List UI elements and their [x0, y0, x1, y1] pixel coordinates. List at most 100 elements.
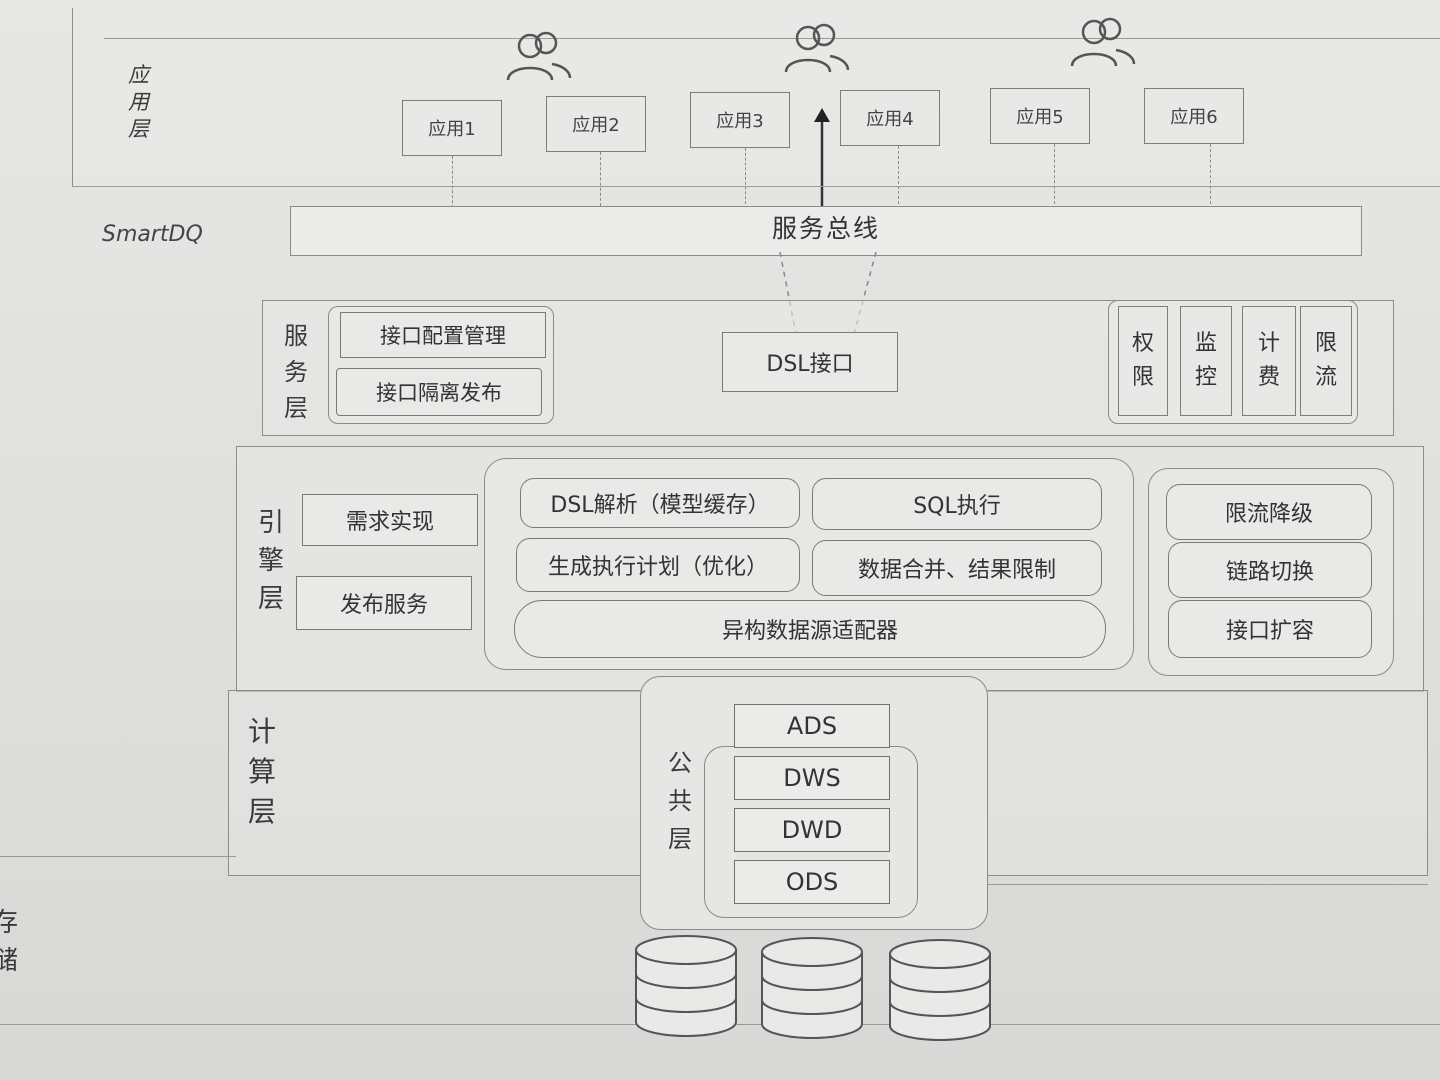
app-layer-top-line	[104, 38, 1440, 39]
control-char: 控	[1194, 365, 1217, 390]
interface-isolation-box[interactable]: 接口隔离发布	[336, 368, 542, 416]
dsl-parse-box[interactable]: DSL解析（模型缓存）	[520, 478, 800, 528]
dsl-parse-label: DSL解析（模型缓存）	[550, 493, 770, 518]
requirement-impl-box[interactable]: 需求实现	[302, 494, 478, 546]
datasource-adapter-label: 异构数据源适配器	[721, 619, 898, 644]
app-layer-label: 应 用 层	[128, 62, 149, 143]
compute-layer-label-char: 计	[248, 715, 277, 748]
control-char: 监	[1194, 331, 1217, 356]
storage-line	[988, 884, 1428, 885]
app-label: 应用4	[866, 109, 914, 130]
dwd-label: DWD	[781, 816, 843, 844]
control-char: 限	[1314, 331, 1337, 356]
database-icon	[889, 939, 991, 1041]
service-layer-label-char: 服	[284, 322, 308, 350]
compute-layer-label: 计 算 层	[248, 712, 276, 832]
smartdq-top-line	[72, 186, 1440, 187]
control-char: 计	[1257, 331, 1280, 356]
ods-label: ODS	[785, 868, 839, 896]
database-icon	[635, 935, 737, 1037]
dwd-box[interactable]: DWD	[734, 808, 890, 852]
degrade-box[interactable]: 限流降级	[1166, 484, 1372, 540]
publish-service-label: 发布服务	[339, 593, 428, 618]
service-layer-label-char: 务	[284, 358, 308, 386]
app-box-3[interactable]: 应用3	[690, 92, 790, 148]
requirement-impl-label: 需求实现	[345, 510, 434, 535]
interface-config-box[interactable]: 接口配置管理	[340, 312, 546, 358]
engine-layer-label-char: 擎	[258, 546, 285, 576]
scale-out-label: 接口扩容	[1225, 619, 1314, 644]
compute-layer-label-char: 算	[248, 755, 277, 788]
engine-layer-label-char: 层	[258, 584, 285, 614]
app-box-4[interactable]: 应用4	[840, 90, 940, 146]
storage-label-char: 储	[0, 946, 19, 976]
control-char: 限	[1131, 365, 1154, 390]
publish-service-box[interactable]: 发布服务	[296, 576, 472, 630]
users-icon	[1070, 17, 1136, 67]
datasource-adapter-box[interactable]: 异构数据源适配器	[514, 600, 1106, 658]
engine-layer-label: 引 擎 层	[258, 504, 284, 618]
engine-layer-label-char: 引	[258, 508, 285, 538]
connector-line	[745, 148, 746, 204]
app-label: 应用2	[572, 115, 620, 136]
service-bus-label: 服务总线	[771, 214, 880, 243]
connector-line	[600, 152, 601, 206]
arrow-up-icon	[814, 108, 830, 206]
interface-isolation-label: 接口隔离发布	[376, 381, 502, 405]
monitor-box[interactable]: 监 控	[1180, 306, 1232, 416]
connector-line	[452, 156, 453, 208]
public-layer-label-char: 公	[668, 749, 692, 777]
ads-box[interactable]: ADS	[734, 704, 890, 748]
storage-line	[0, 856, 236, 857]
app-box-6[interactable]: 应用6	[1144, 88, 1244, 144]
compute-layer-label-char: 层	[248, 795, 277, 828]
data-merge-box[interactable]: 数据合并、结果限制	[812, 540, 1102, 596]
degrade-label: 限流降级	[1224, 502, 1313, 527]
service-layer-label-char: 层	[284, 394, 308, 422]
data-merge-label: 数据合并、结果限制	[857, 558, 1056, 583]
sql-exec-label: SQL执行	[913, 494, 1001, 519]
public-layer-label-char: 层	[668, 825, 692, 853]
rate-limit-box[interactable]: 限 流	[1300, 306, 1352, 416]
exec-plan-box[interactable]: 生成执行计划（优化）	[516, 538, 800, 592]
app-label: 应用5	[1016, 107, 1064, 128]
connector-line	[1210, 144, 1211, 204]
sql-exec-box[interactable]: SQL执行	[812, 478, 1102, 530]
storage-label-char: 存	[0, 908, 19, 938]
ads-label: ADS	[786, 712, 838, 740]
permission-box[interactable]: 权 限	[1118, 306, 1168, 416]
dws-box[interactable]: DWS	[734, 756, 890, 800]
dws-label: DWS	[783, 764, 841, 792]
ods-box[interactable]: ODS	[734, 860, 890, 904]
control-char: 费	[1257, 365, 1280, 390]
connector-line	[1054, 144, 1055, 204]
users-icon	[784, 23, 850, 73]
database-icon	[761, 937, 863, 1039]
public-layer-label: 公 共 层	[668, 744, 692, 858]
interface-config-label: 接口配置管理	[380, 324, 506, 348]
connector-line	[898, 146, 899, 204]
app-layer-label-char: 层	[128, 117, 149, 141]
app-box-5[interactable]: 应用5	[990, 88, 1090, 144]
smartdq-label: SmartDQ	[102, 222, 203, 247]
link-switch-label: 链路切换	[1225, 560, 1314, 585]
app-box-2[interactable]: 应用2	[546, 96, 646, 152]
app-label: 应用1	[428, 119, 476, 140]
link-switch-box[interactable]: 链路切换	[1168, 542, 1372, 598]
exec-plan-label: 生成执行计划（优化）	[547, 555, 768, 580]
service-bus[interactable]: 服务总线	[290, 206, 1362, 256]
billing-box[interactable]: 计 费	[1242, 306, 1296, 416]
public-layer-label-char: 共	[668, 787, 692, 815]
scale-out-box[interactable]: 接口扩容	[1168, 600, 1372, 658]
app-label: 应用6	[1170, 107, 1218, 128]
dsl-interface-label: DSL接口	[766, 352, 854, 377]
storage-label: 存 储	[0, 904, 18, 980]
app-box-1[interactable]: 应用1	[402, 100, 502, 156]
service-layer-label: 服 务 层	[284, 318, 308, 426]
control-char: 流	[1314, 365, 1337, 390]
dsl-interface-box[interactable]: DSL接口	[722, 332, 898, 392]
app-layer-label-char: 用	[128, 90, 149, 114]
control-char: 权	[1131, 331, 1154, 356]
users-icon	[506, 31, 572, 81]
